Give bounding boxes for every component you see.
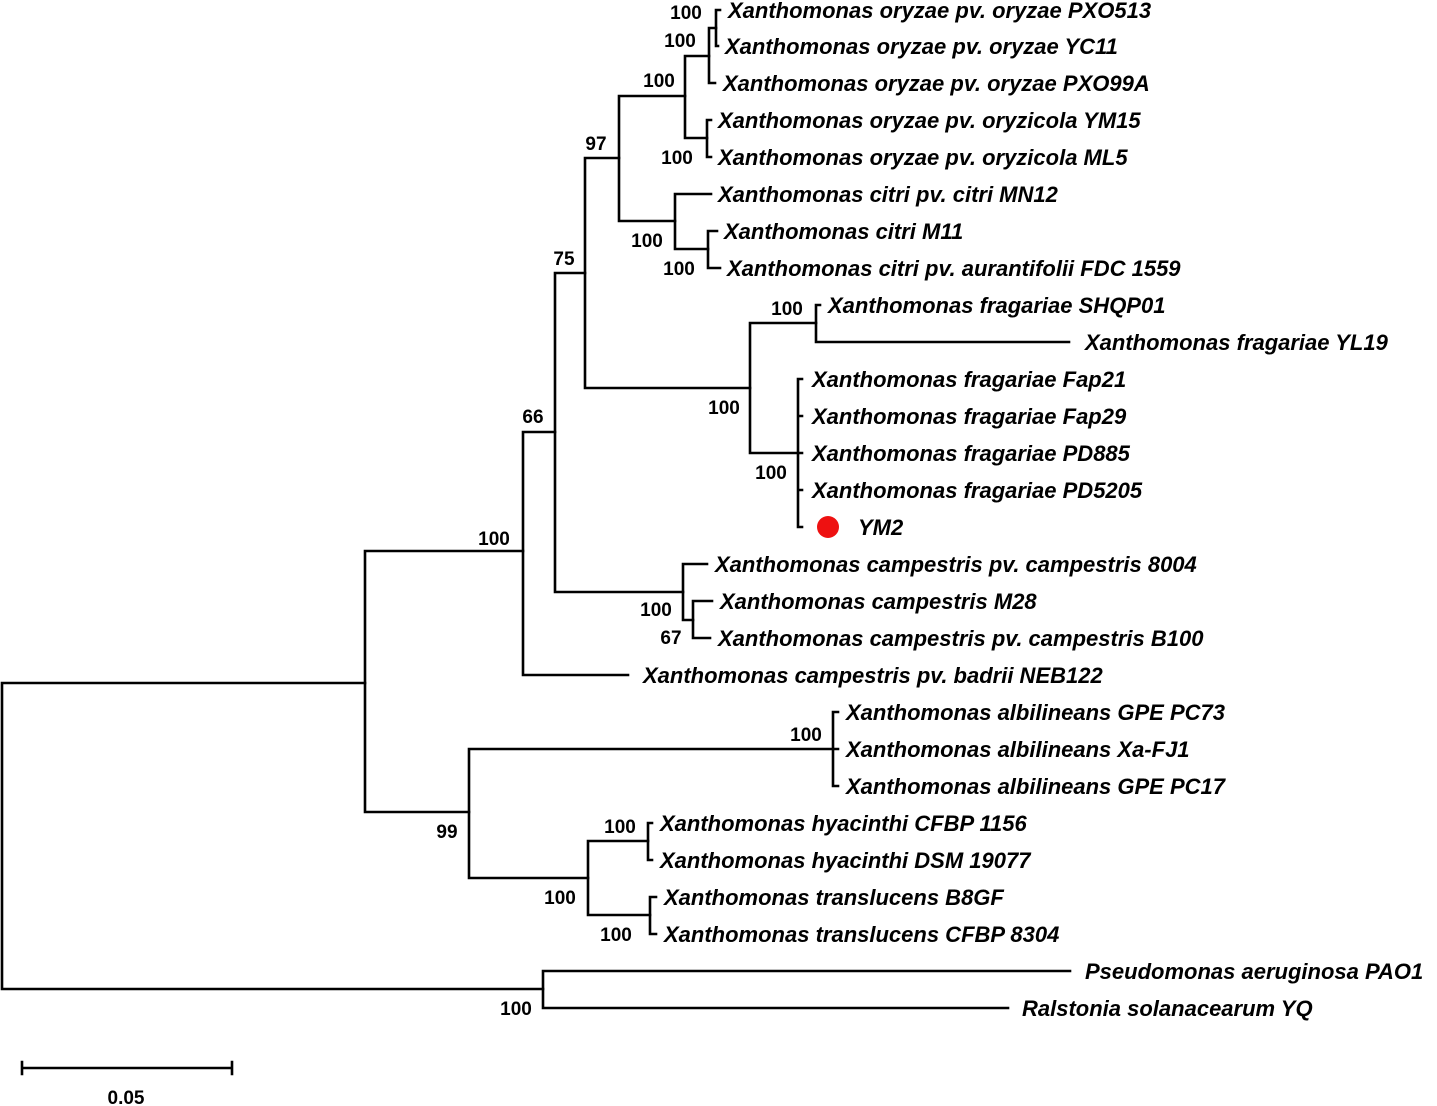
taxon-label: Xanthomonas albilineans Xa-FJ1 — [844, 737, 1190, 762]
taxon-label: Xanthomonas oryzae pv. oryzae PXO99A — [721, 71, 1150, 96]
fragariae-node — [748, 321, 818, 455]
support-value: 97 — [585, 134, 606, 155]
taxon-label: Xanthomonas fragariae PD5205 — [810, 478, 1143, 503]
root-node — [0, 681, 545, 991]
taxon-label: Xanthomonas citri pv. citri MN12 — [716, 182, 1059, 207]
taxon-label: Xanthomonas campestris M28 — [718, 589, 1037, 614]
taxon-label: Xanthomonas campestris pv. campestris B1… — [716, 626, 1204, 651]
taxon-label: Xanthomonas campestris pv. campestris 80… — [713, 552, 1197, 577]
shqp01-yl19-node — [814, 303, 1071, 344]
taxon-label: Xanthomonas fragariae Fap29 — [810, 404, 1127, 429]
taxon-label: Xanthomonas campestris pv. badrii NEB122 — [641, 663, 1103, 688]
taxon-label: Ralstonia solanacearum YQ — [1022, 996, 1313, 1021]
support-value: 100 — [790, 725, 822, 746]
support-value: 100 — [708, 398, 740, 419]
clade-a-inner-node — [553, 271, 685, 594]
support-value: 99 — [436, 822, 457, 843]
taxon-label: Pseudomonas aeruginosa PAO1 — [1085, 959, 1423, 984]
taxon-label: Xanthomonas albilineans GPE PC17 — [844, 774, 1227, 799]
scale-bar-line — [20, 1060, 234, 1076]
outgroup-node — [541, 969, 1072, 1010]
support-value: 100 — [631, 231, 663, 252]
citri-inner-node — [706, 229, 722, 270]
fragariae-cluster-node — [796, 377, 804, 529]
taxon-label: Xanthomonas oryzae pv. oryzae PXO513 — [726, 0, 1151, 23]
support-value: 100 — [640, 600, 672, 621]
campestris-node — [681, 562, 709, 622]
oryzae-citri-node — [617, 94, 687, 223]
taxon-label: Xanthomonas citri pv. aurantifolii FDC 1… — [725, 256, 1181, 281]
support-value: 100 — [664, 31, 696, 52]
taxon-label: Xanthomonas fragariae SHQP01 — [826, 293, 1165, 318]
support-value: 100 — [643, 71, 675, 92]
taxon-label: Xanthomonas oryzae pv. oryzae YC11 — [723, 34, 1118, 59]
support-value: 100 — [670, 3, 702, 24]
tree-branches — [0, 8, 1072, 1010]
support-value: 100 — [600, 925, 632, 946]
support-value: 100 — [500, 999, 532, 1020]
taxon-label: Xanthomonas citri M11 — [722, 219, 963, 244]
support-value: 66 — [522, 407, 543, 428]
taxon-label: Xanthomonas fragariae YL19 — [1083, 330, 1389, 355]
taxon-label: Xanthomonas hyacinthi CFBP 1156 — [658, 811, 1028, 836]
pxo513-yc11-node — [714, 8, 722, 48]
hyacinthi-node — [646, 821, 654, 862]
support-value: 100 — [755, 463, 787, 484]
support-values: 100 100 100 97 100 100 75 100 100 100 66… — [436, 3, 821, 1020]
citri-node — [673, 192, 713, 251]
campestris-inner-node — [691, 599, 714, 640]
scale-bar-label: 0.05 — [108, 1088, 145, 1106]
support-value: 100 — [663, 259, 695, 280]
taxon-labels: Xanthomonas oryzae pv. oryzae PXO513 Xan… — [641, 0, 1423, 1021]
taxon-label: Xanthomonas fragariae Fap21 — [810, 367, 1126, 392]
support-value: 100 — [544, 888, 576, 909]
support-value: 100 — [604, 817, 636, 838]
taxon-label: Xanthomonas fragariae PD885 — [810, 441, 1131, 466]
highlight-dot-icon — [817, 516, 839, 538]
support-value: 67 — [660, 628, 681, 649]
scale-bar: 0.05 — [20, 1060, 234, 1106]
support-value: 75 — [553, 249, 575, 270]
xanthomonas-node — [363, 549, 525, 814]
support-value: 100 — [771, 299, 803, 320]
albilineans-node — [831, 710, 840, 788]
support-value: 100 — [478, 529, 510, 550]
taxon-label: Xanthomonas oryzae pv. oryzicola ML5 — [716, 145, 1128, 170]
taxon-label: Xanthomonas albilineans GPE PC73 — [844, 700, 1225, 725]
taxon-label: Xanthomonas oryzae pv. oryzicola YM15 — [716, 108, 1141, 133]
highlighted-taxon-label: YM2 — [858, 515, 904, 540]
oryzae-node — [683, 54, 711, 140]
translucens-node — [648, 895, 658, 936]
hyacinthi-translucens-node — [586, 839, 652, 917]
taxon-label: Xanthomonas translucens CFBP 8304 — [662, 922, 1059, 947]
taxon-label: Xanthomonas translucens B8GF — [662, 885, 1004, 910]
clade-a-node — [521, 430, 630, 677]
support-value: 100 — [661, 148, 693, 169]
taxon-label: Xanthomonas hyacinthi DSM 19077 — [658, 848, 1032, 873]
oryzae-citri-fragariae-node — [583, 156, 752, 390]
clade-b-node — [467, 747, 835, 880]
oryzicola-node — [705, 118, 713, 159]
